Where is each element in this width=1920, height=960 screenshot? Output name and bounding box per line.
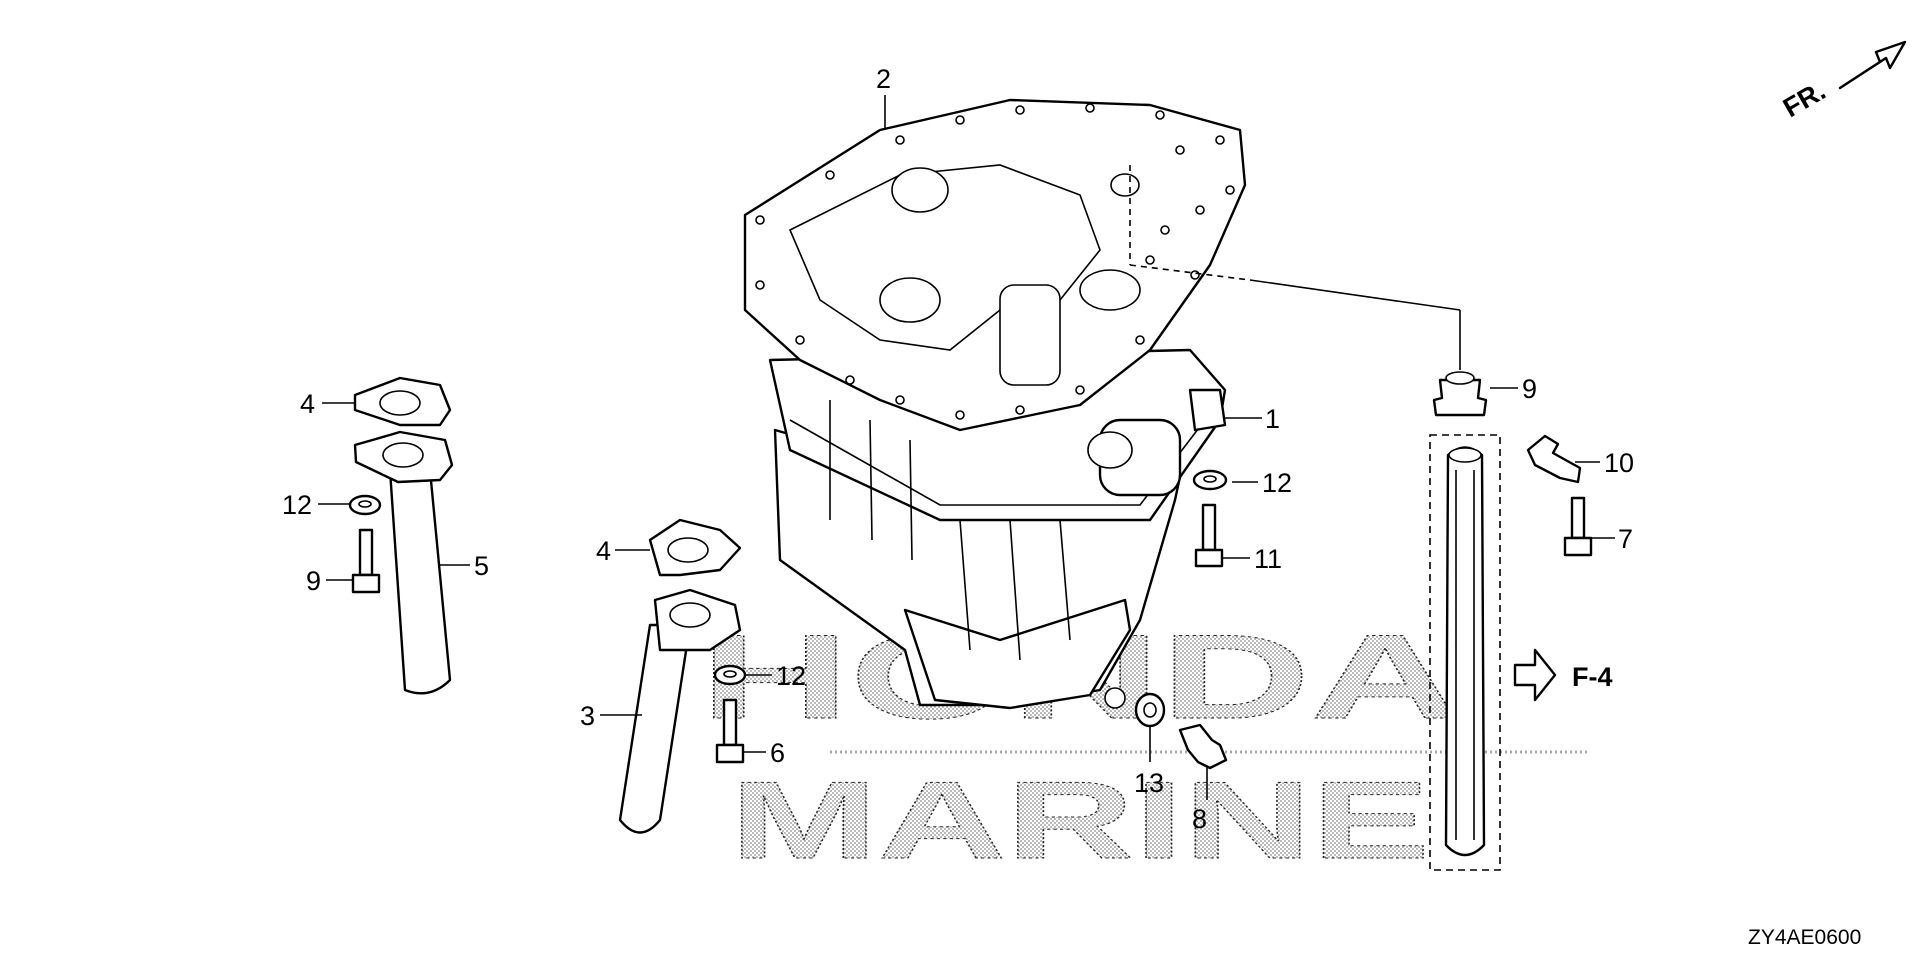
callout-4-middle: 4: [596, 536, 611, 566]
diagram-code: ZY4AE0600: [1748, 926, 1861, 949]
arrow-icon: [1838, 40, 1907, 90]
oil-pipe-part-5: [353, 430, 454, 695]
clip-part-7: [1526, 434, 1582, 484]
callout-7: 10: [1604, 448, 1634, 478]
bolt-part-8: [1194, 503, 1224, 568]
reference-label: F-4: [1572, 662, 1613, 692]
callout-2: 2: [876, 64, 891, 94]
callout-3: 3: [580, 701, 595, 731]
callout-4-upper: 4: [300, 389, 315, 419]
callout-9-left: 9: [306, 566, 321, 596]
callout-13: 13: [1134, 768, 1164, 798]
drain-bolt-part-11: [1178, 723, 1228, 770]
dipstick-tube: [1429, 434, 1501, 871]
washer-part-13: [1134, 692, 1166, 728]
gasket-part-4-upper: [353, 376, 452, 427]
callout-12-right: 12: [1262, 468, 1292, 498]
callout-11: 8: [1192, 804, 1207, 834]
watermark-line-2: MARINE: [730, 759, 1430, 882]
callout-9-middle: 6: [770, 738, 785, 768]
leader-lines: [318, 95, 1615, 800]
gasket-bolt-holes: [755, 103, 1235, 420]
gasket-part-2: [743, 98, 1461, 432]
callout-12-left: 12: [282, 490, 312, 520]
washer-part-12-middle: [713, 664, 747, 686]
callout-10: 7: [1618, 524, 1633, 554]
front-direction-arrow: FR.: [1778, 40, 1907, 123]
gasket-part-4-middle: [648, 518, 742, 577]
reference-arrow-f4: F-4: [1513, 648, 1613, 702]
bolt-part-9-middle: [715, 698, 745, 764]
callout-12-middle: 12: [776, 661, 806, 691]
grommet-part-6: [1432, 371, 1488, 417]
oil-pipe-part-3: [618, 588, 742, 834]
callout-8: 11: [1254, 544, 1282, 574]
callout-labels: 2 1 9 10 7 12 11 13 8 4 5 12 9 4 3 12 6: [282, 64, 1634, 834]
callout-5: 5: [474, 551, 489, 581]
callout-6: 9: [1522, 374, 1537, 404]
front-direction-label: FR.: [1778, 75, 1831, 123]
washer-part-12-right: [1192, 469, 1228, 491]
washer-part-12-left: [348, 494, 382, 516]
arrow-right-icon: [1513, 648, 1557, 702]
bolt-part-9-left: [351, 528, 381, 594]
callout-1: 1: [1265, 404, 1280, 434]
bolt-part-10: [1563, 496, 1593, 557]
